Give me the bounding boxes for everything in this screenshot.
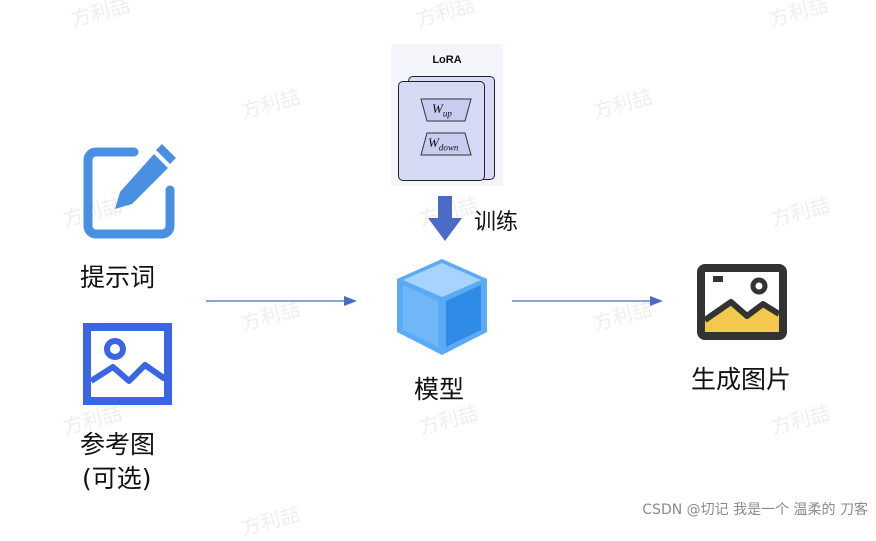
down-arrow-icon [428,196,462,241]
footer-credit: CSDN @切记 我是一个 温柔的 刀客 [642,502,868,518]
watermark: 方利喆 [768,192,833,232]
arrow-to-output [512,296,663,306]
image-icon [83,323,172,405]
w-down-base: W [428,135,439,150]
watermark: 方利喆 [768,400,833,440]
w-down-label: Wdown [428,135,458,153]
w-up-base: W [432,101,443,116]
prompt-label: 提示词 [80,263,156,292]
arrow-to-model [206,296,357,306]
generated-image-label: 生成图片 [691,365,792,394]
watermark: 方利喆 [590,84,655,124]
model-label: 模型 [414,375,465,404]
watermark: 方利喆 [238,84,303,124]
reference-image-optional-label: (可选) [82,464,152,493]
w-up-sub: up [442,108,452,119]
w-down-trapezoid [420,132,472,156]
w-up-trapezoid [420,98,472,122]
watermark: 方利喆 [766,0,831,32]
train-label: 训练 [474,210,519,235]
lora-card-front [398,81,485,181]
generated-image-icon [697,264,787,340]
watermark: 方利喆 [68,0,133,32]
cube-icon [397,259,487,355]
w-down-sub: down [438,142,459,153]
lora-title: LoRA [432,54,462,66]
reference-image-label: 参考图 [80,430,156,459]
edit-pencil-icon [83,144,176,239]
watermark: 方利喆 [238,501,303,541]
w-up-label: Wup [432,101,452,119]
watermark: 方利喆 [413,0,478,32]
